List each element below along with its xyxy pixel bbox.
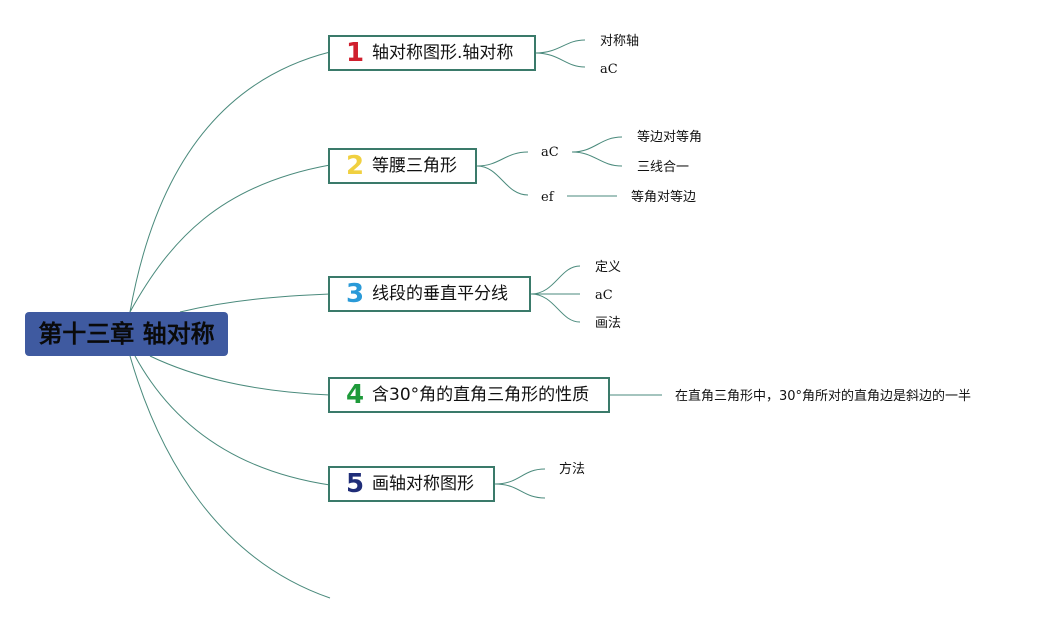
topic-3-child-1[interactable]: 定义: [595, 260, 622, 275]
topic-2-grandchild-1[interactable]: 等边对等角: [637, 130, 703, 145]
connector-t3-c3: [530, 293, 581, 323]
topic-5[interactable]: 5 画轴对称图形: [328, 466, 495, 502]
topic-4[interactable]: 4 含30°角的直角三角形的性质: [328, 377, 610, 413]
topic-4-label: 含30°角的直角三角形的性质: [372, 385, 590, 405]
connector-t2-gc2: [571, 151, 623, 167]
topic-5-label: 画轴对称图形: [372, 474, 474, 494]
topic-1-number: 1: [346, 38, 365, 68]
topic-3-child-2[interactable]: aC: [595, 288, 613, 303]
topic-2[interactable]: 2 等腰三角形: [328, 148, 477, 184]
connector-root-topic-3: [179, 293, 331, 313]
connector-t2-gc1: [571, 136, 623, 153]
topic-5-number: 5: [346, 469, 365, 499]
connector-t2-c1: [476, 151, 529, 167]
topic-1-child-2[interactable]: aC: [600, 62, 618, 77]
topic-1-child-1[interactable]: 对称轴: [600, 34, 640, 49]
connector-t1-c1: [534, 39, 586, 54]
topic-2-label: 等腰三角形: [372, 156, 457, 176]
topic-3[interactable]: 3 线段的垂直平分线: [328, 276, 531, 312]
connector-t5-c2: [494, 483, 546, 499]
topic-2-grandchild-3[interactable]: 等角对等边: [631, 190, 697, 205]
topic-4-child-1[interactable]: 在直角三角形中，30°角所对的直角边是斜边的一半: [675, 389, 972, 404]
connector-root-topic-4: [149, 355, 331, 396]
topic-3-child-3[interactable]: 画法: [595, 316, 622, 331]
topic-2-child-2[interactable]: ef: [541, 190, 554, 205]
connector-root-topic-5: [134, 355, 331, 486]
topic-3-label: 线段的垂直平分线: [372, 284, 508, 304]
connector-t1-c2: [534, 52, 586, 68]
connector-t5-c1: [494, 468, 546, 485]
connector-root-topic-1: [129, 51, 331, 313]
connector-t3-c1: [530, 265, 581, 295]
connector-t2-c2: [476, 165, 529, 196]
topic-1-label: 轴对称图形.轴对称: [372, 43, 514, 63]
topic-1[interactable]: 1 轴对称图形.轴对称: [328, 35, 536, 71]
connector-root-extra: [129, 355, 331, 599]
topic-2-child-1[interactable]: aC: [541, 145, 559, 160]
root-topic[interactable]: 第十三章 轴对称: [25, 312, 228, 356]
connector-root-topic-2: [129, 164, 331, 313]
topic-3-number: 3: [346, 279, 365, 309]
topic-2-number: 2: [346, 151, 365, 181]
topic-2-grandchild-2[interactable]: 三线合一: [637, 160, 690, 175]
topic-5-child-1[interactable]: 方法: [559, 462, 586, 477]
topic-4-number: 4: [346, 380, 365, 410]
